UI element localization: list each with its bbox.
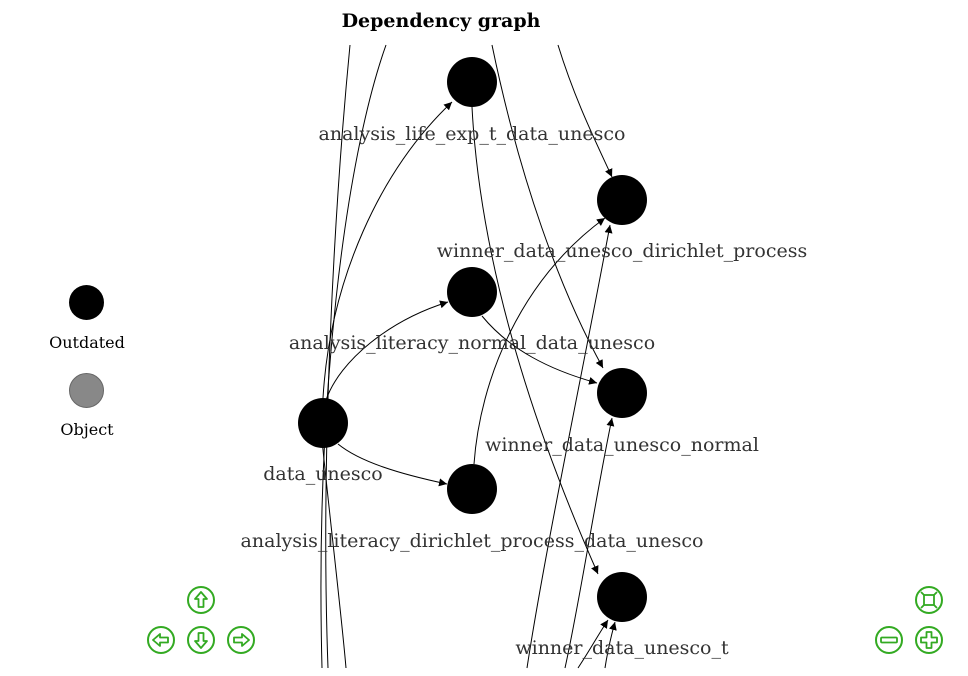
node-label-winner_data_unesco_normal: winner_data_unesco_normal <box>485 434 759 456</box>
edge-connector <box>491 44 604 369</box>
fit-view-icon <box>915 586 943 614</box>
node-label-winner_data_unesco_t: winner_data_unesco_t <box>515 637 729 659</box>
node-label-analysis_literacy_dirichlet_process_data_unesco: analysis_literacy_dirichlet_process_data… <box>241 530 704 552</box>
edge-connector <box>604 621 617 669</box>
arrow-left-icon <box>147 626 175 654</box>
node-winner_data_unesco_normal[interactable] <box>597 368 647 418</box>
graph-title: Dependency graph <box>341 10 541 32</box>
edge-connector <box>320 44 387 669</box>
edge-connector <box>577 619 609 669</box>
edge-data_unesco-to-analysis_literacy_dirichlet_process_data_unesco <box>337 443 448 487</box>
legend-object-label: Object <box>60 420 114 439</box>
pan-left-button[interactable] <box>147 626 175 654</box>
node-label-winner_data_unesco_dirichlet_process: winner_data_unesco_dirichlet_process <box>437 240 807 262</box>
edge-connector <box>321 439 347 669</box>
legend-outdated-swatch <box>69 285 104 320</box>
node-winner_data_unesco_t[interactable] <box>597 572 647 622</box>
node-winner_data_unesco_dirichlet_process[interactable] <box>597 175 647 225</box>
edge-connector <box>325 44 351 669</box>
edges-layer <box>320 44 617 669</box>
zoom-out-button[interactable] <box>875 626 903 654</box>
edge-analysis_literacy_normal_data_unesco-to-winner_data_unesco_normal <box>481 315 598 385</box>
node-analysis_literacy_normal_data_unesco[interactable] <box>447 267 497 317</box>
fit-view-button[interactable] <box>915 586 943 614</box>
node-label-data_unesco: data_unesco <box>263 463 383 485</box>
edge-connector <box>557 44 613 178</box>
minus-icon <box>875 626 903 654</box>
arrow-up-icon <box>187 586 215 614</box>
pan-right-button[interactable] <box>227 626 255 654</box>
legend-outdated-label: Outdated <box>49 333 125 352</box>
plus-icon <box>915 626 943 654</box>
node-data_unesco[interactable] <box>298 398 348 448</box>
arrow-right-icon <box>227 626 255 654</box>
legend-object-swatch <box>69 373 104 408</box>
edge-connector <box>526 224 613 669</box>
node-label-analysis_literacy_normal_data_unesco: analysis_literacy_normal_data_unesco <box>289 332 655 354</box>
pan-down-button[interactable] <box>187 626 215 654</box>
edge-data_unesco-to-analysis_literacy_normal_data_unesco <box>325 300 449 401</box>
node-analysis_life_exp_t_data_unesco[interactable] <box>447 57 497 107</box>
edge-analysis_literacy_dirichlet_process_data_unesco-to-winner_data_unesco_dirichlet_process <box>473 217 606 465</box>
node-label-analysis_life_exp_t_data_unesco: analysis_life_exp_t_data_unesco <box>319 123 626 145</box>
edge-data_unesco-to-analysis_life_exp_t_data_unesco <box>322 101 453 399</box>
node-analysis_literacy_dirichlet_process_data_unesco[interactable] <box>447 464 497 514</box>
nodes-layer: analysis_life_exp_t_data_unesco winner_da… <box>241 57 807 659</box>
pan-up-button[interactable] <box>187 586 215 614</box>
arrow-down-icon <box>187 626 215 654</box>
edge-connector <box>564 417 615 669</box>
zoom-in-button[interactable] <box>915 626 943 654</box>
edge-analysis_life_exp_t_data_unesco-to-winner_data_unesco_t <box>471 106 599 575</box>
